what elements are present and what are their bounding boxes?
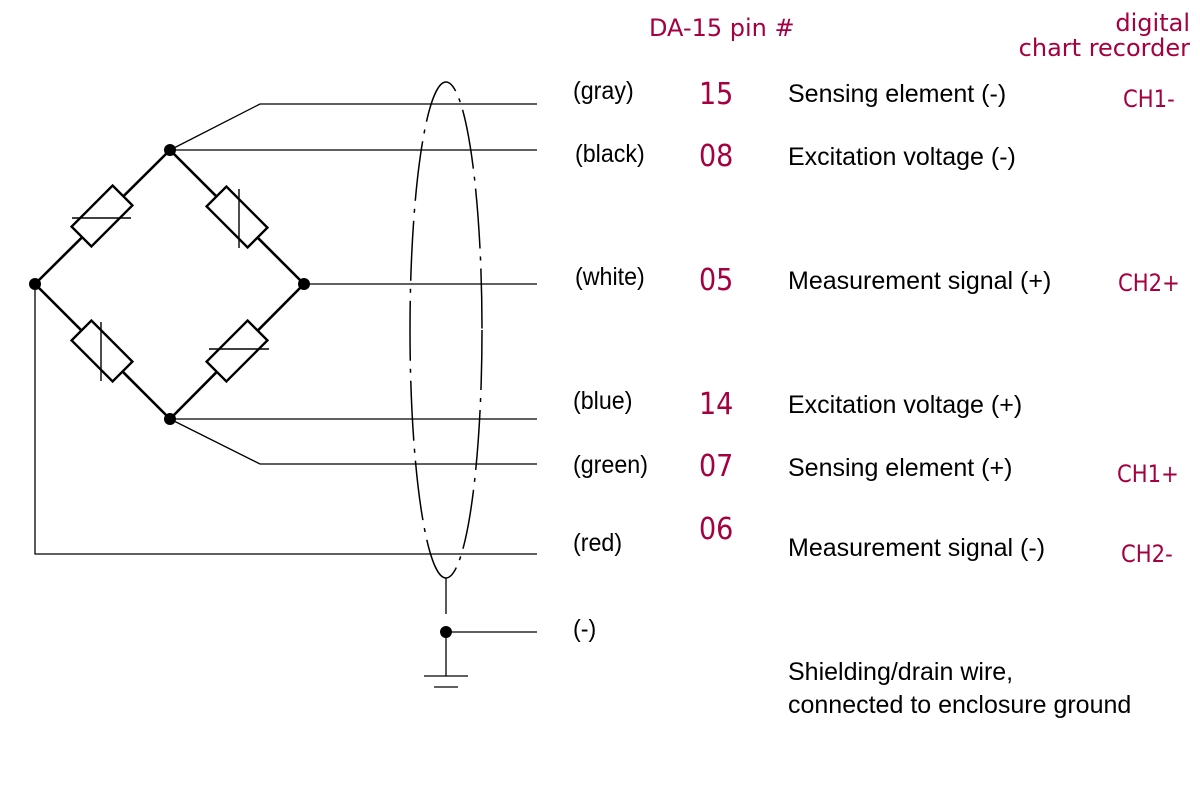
pin-number: 08 bbox=[699, 139, 734, 174]
drain-wire bbox=[424, 578, 537, 688]
ground-icon bbox=[424, 675, 468, 688]
recorder-header-line1: digital bbox=[1115, 9, 1190, 37]
strain-gauge-icon bbox=[69, 318, 135, 384]
shield-wire-label: (-) bbox=[573, 615, 597, 643]
pin-column-header: DA-15 pin # bbox=[649, 14, 795, 42]
signal-description: Excitation voltage (+) bbox=[788, 391, 1023, 419]
signal-description: Sensing element (-) bbox=[788, 80, 1007, 108]
pin-number: 05 bbox=[699, 263, 734, 298]
wire-color-label: (black) bbox=[575, 140, 645, 168]
pin-number: 14 bbox=[699, 387, 734, 422]
shield-description-line1: Shielding/drain wire, bbox=[788, 658, 1014, 686]
strain-gauge-icon bbox=[204, 318, 270, 384]
cable-wires bbox=[34, 103, 537, 555]
wire-green bbox=[169, 418, 537, 465]
wire-gray bbox=[169, 103, 537, 151]
recorder-header-line2: chart recorder bbox=[1018, 34, 1190, 63]
wheatstone-bridge bbox=[29, 144, 310, 425]
recorder-channel: CH1- bbox=[1123, 85, 1175, 113]
recorder-column-header: digital chart recorder bbox=[1018, 9, 1190, 63]
signal-description: Measurement signal (-) bbox=[788, 534, 1046, 562]
pin-number: 15 bbox=[699, 77, 734, 112]
wire-color-label: (blue) bbox=[573, 387, 633, 415]
recorder-channel: CH2- bbox=[1121, 540, 1173, 568]
pin-number: 07 bbox=[699, 449, 734, 484]
signal-description: Sensing element (+) bbox=[788, 454, 1013, 482]
wire-color-label: (red) bbox=[573, 529, 623, 557]
strain-gauge-icon bbox=[204, 184, 270, 250]
wire-color-label: (green) bbox=[573, 451, 648, 479]
wire-red bbox=[34, 284, 537, 555]
wire-color-label: (white) bbox=[575, 263, 645, 291]
pin-number: 06 bbox=[699, 512, 734, 547]
signal-description: Measurement signal (+) bbox=[788, 267, 1052, 295]
shield-description-line2: connected to enclosure ground bbox=[788, 691, 1132, 719]
strain-gauge-icon bbox=[69, 183, 135, 249]
signal-description: Excitation voltage (-) bbox=[788, 143, 1016, 171]
wire-color-label: (gray) bbox=[573, 77, 634, 105]
recorder-channel: CH1+ bbox=[1117, 460, 1179, 488]
recorder-channel: CH2+ bbox=[1118, 269, 1180, 297]
cable-shield-icon bbox=[409, 81, 483, 579]
